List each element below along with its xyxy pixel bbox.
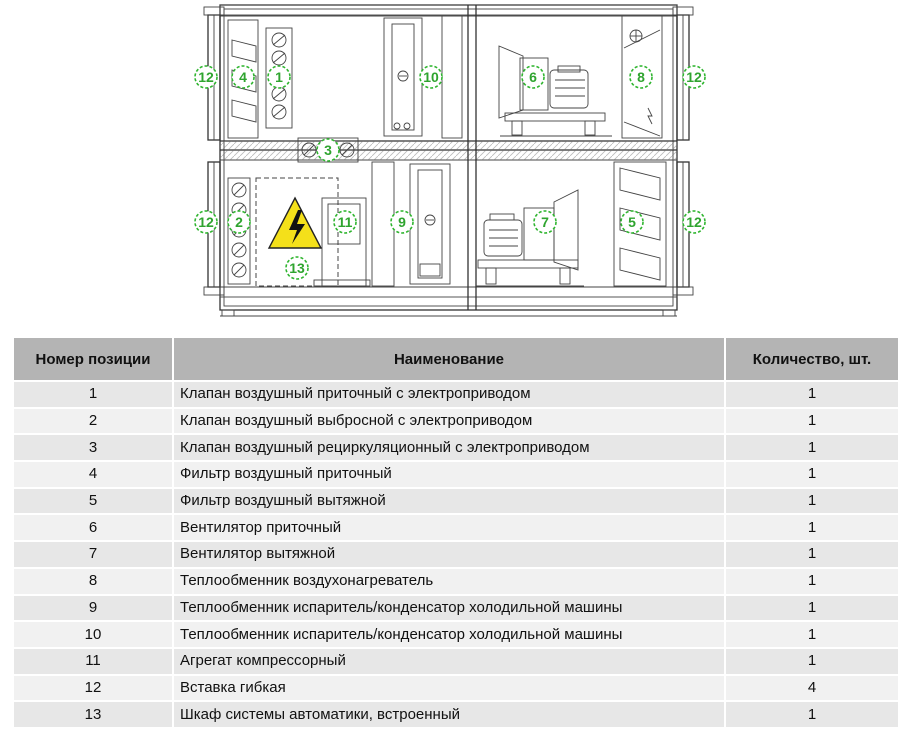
table-row: 13 Шкаф системы автоматики, встроенный 1 <box>14 702 898 727</box>
cell-name: Клапан воздушный рециркуляционный с элек… <box>174 435 724 461</box>
cell-name: Фильтр воздушный вытяжной <box>174 488 724 514</box>
heater <box>621 15 663 139</box>
component-specification-table: Номер позиции Наименование Количество, ш… <box>12 336 900 729</box>
compressor-unit <box>313 197 371 287</box>
header-position-number: Номер позиции <box>14 338 172 380</box>
position-label-12-left-bottom: 12 <box>194 210 218 234</box>
position-label-9: 9 <box>390 210 414 234</box>
cell-position-number: 11 <box>14 648 172 674</box>
table-row: 12 Вставка гибкая 4 <box>14 675 898 701</box>
position-label-12-left-top: 12 <box>194 65 218 89</box>
cell-quantity: 1 <box>726 568 898 594</box>
cell-name: Теплообменник испаритель/конденсатор хол… <box>174 622 724 647</box>
cell-position-number: 5 <box>14 488 172 514</box>
cell-name: Клапан воздушный приточный с электроприв… <box>174 382 724 407</box>
automation-cabinet <box>255 177 339 287</box>
svg-text:8: 8 <box>637 69 645 85</box>
exhaust-fan <box>476 189 584 287</box>
exhaust-filter <box>613 161 667 287</box>
svg-text:10: 10 <box>423 69 439 85</box>
supply-fan <box>498 45 612 137</box>
position-label-5: 5 <box>620 210 644 234</box>
position-label-7: 7 <box>533 210 557 234</box>
svg-text:12: 12 <box>686 69 702 85</box>
position-label-6: 6 <box>521 65 545 89</box>
position-label-12-right-top: 12 <box>682 65 706 89</box>
cell-name: Теплообменник испаритель/конденсатор хол… <box>174 595 724 621</box>
cell-name: Вентилятор вытяжной <box>174 542 724 567</box>
svg-text:13: 13 <box>289 260 305 276</box>
cell-quantity: 1 <box>726 622 898 647</box>
cell-quantity: 1 <box>726 515 898 541</box>
svg-text:1: 1 <box>275 69 283 85</box>
cell-position-number: 3 <box>14 435 172 461</box>
table-row: 10 Теплообменник испаритель/конденсатор … <box>14 622 898 647</box>
header-name: Наименование <box>174 338 724 380</box>
svg-text:12: 12 <box>198 214 214 230</box>
cell-quantity: 1 <box>726 595 898 621</box>
cell-position-number: 2 <box>14 408 172 434</box>
cell-name: Фильтр воздушный приточный <box>174 462 724 487</box>
cell-quantity: 1 <box>726 542 898 567</box>
svg-text:6: 6 <box>529 69 537 85</box>
svg-text:9: 9 <box>398 214 406 230</box>
cell-quantity: 1 <box>726 702 898 727</box>
table-row: 3 Клапан воздушный рециркуляционный с эл… <box>14 435 898 461</box>
position-label-4: 4 <box>231 65 255 89</box>
cell-quantity: 1 <box>726 435 898 461</box>
cell-position-number: 10 <box>14 622 172 647</box>
position-label-10: 10 <box>419 65 443 89</box>
cell-quantity: 1 <box>726 462 898 487</box>
cell-position-number: 4 <box>14 462 172 487</box>
air-handling-unit-diagram: 12 4 1 10 6 8 12 3 12 2 11 9 <box>194 4 706 317</box>
cell-quantity: 1 <box>726 382 898 407</box>
cell-quantity: 1 <box>726 648 898 674</box>
cell-name: Теплообменник воздухонагреватель <box>174 568 724 594</box>
table-row: 5 Фильтр воздушный вытяжной 1 <box>14 488 898 514</box>
table-row: 6 Вентилятор приточный 1 <box>14 515 898 541</box>
table-row: 8 Теплообменник воздухонагреватель 1 <box>14 568 898 594</box>
table-row: 9 Теплообменник испаритель/конденсатор х… <box>14 595 898 621</box>
cell-position-number: 8 <box>14 568 172 594</box>
cell-position-number: 1 <box>14 382 172 407</box>
cell-position-number: 9 <box>14 595 172 621</box>
table-row: 1 Клапан воздушный приточный с электропр… <box>14 382 898 407</box>
cell-name: Вставка гибкая <box>174 675 724 701</box>
high-voltage-warning-icon <box>267 196 323 249</box>
cell-name: Клапан воздушный выбросной с электроприв… <box>174 408 724 434</box>
cell-name: Шкаф системы автоматики, встроенный <box>174 702 724 727</box>
table-row: 4 Фильтр воздушный приточный 1 <box>14 462 898 487</box>
table-header-row: Номер позиции Наименование Количество, ш… <box>14 338 898 380</box>
cell-position-number: 12 <box>14 675 172 701</box>
position-label-1: 1 <box>267 65 291 89</box>
svg-text:3: 3 <box>324 142 332 158</box>
svg-text:4: 4 <box>239 69 247 85</box>
header-quantity: Количество, шт. <box>726 338 898 380</box>
position-label-3: 3 <box>316 138 340 162</box>
table-row: 11 Агрегат компрессорный 1 <box>14 648 898 674</box>
svg-text:11: 11 <box>338 214 353 230</box>
svg-text:2: 2 <box>235 214 243 230</box>
position-label-2: 2 <box>227 210 251 234</box>
position-label-12-right-bottom: 12 <box>682 210 706 234</box>
cell-position-number: 6 <box>14 515 172 541</box>
svg-text:12: 12 <box>198 69 214 85</box>
cell-name: Агрегат компрессорный <box>174 648 724 674</box>
svg-text:7: 7 <box>541 214 549 230</box>
cell-position-number: 13 <box>14 702 172 727</box>
svg-text:5: 5 <box>628 214 636 230</box>
cell-quantity: 4 <box>726 675 898 701</box>
cell-quantity: 1 <box>726 408 898 434</box>
table-row: 7 Вентилятор вытяжной 1 <box>14 542 898 567</box>
table-row: 2 Клапан воздушный выбросной с электропр… <box>14 408 898 434</box>
cell-position-number: 7 <box>14 542 172 567</box>
cell-quantity: 1 <box>726 488 898 514</box>
position-label-8: 8 <box>629 65 653 89</box>
position-label-11: 11 <box>333 210 357 234</box>
cell-name: Вентилятор приточный <box>174 515 724 541</box>
recirculation-damper <box>297 137 359 163</box>
svg-text:12: 12 <box>686 214 702 230</box>
position-label-13: 13 <box>285 256 309 280</box>
